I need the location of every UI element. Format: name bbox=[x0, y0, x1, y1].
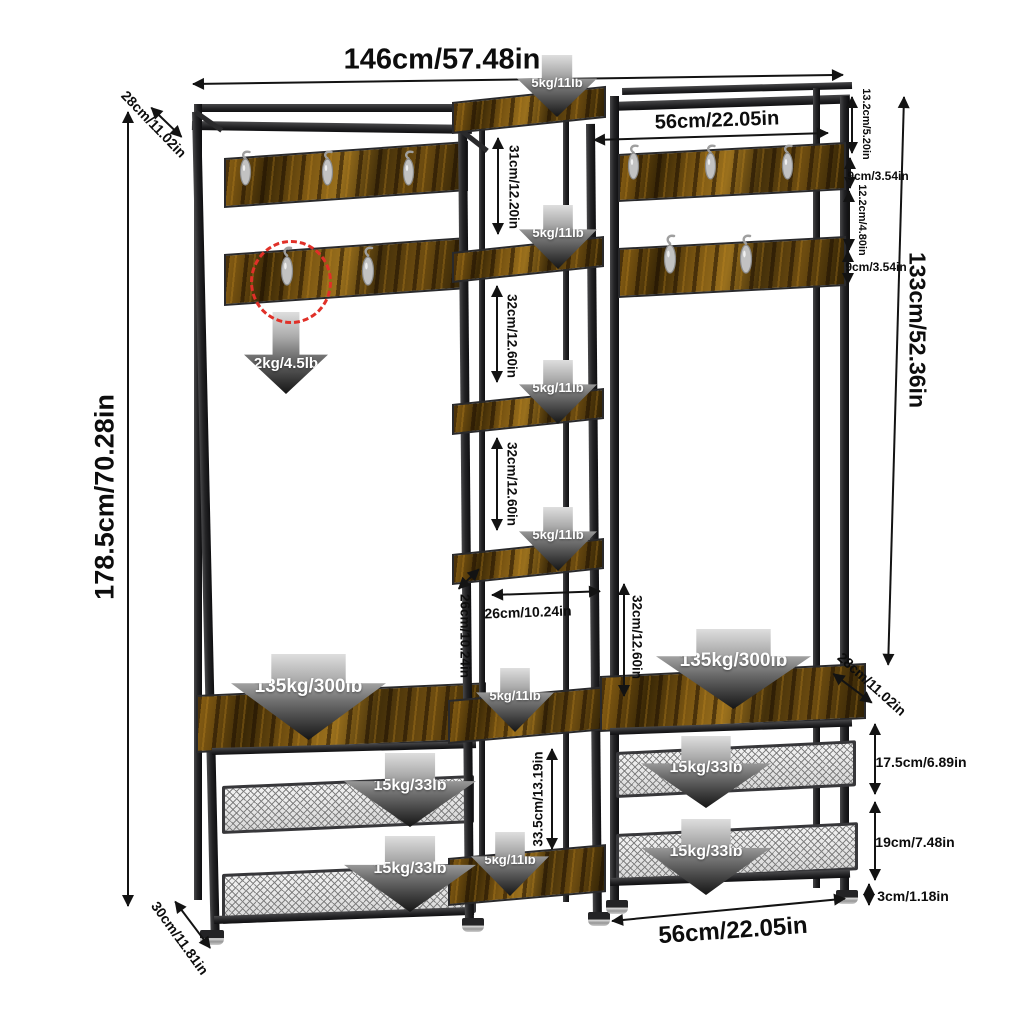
dim-13-2-arrow bbox=[846, 96, 858, 154]
tower-foot-right bbox=[588, 912, 610, 926]
mesh-load-label: 15kg/33lb bbox=[669, 843, 743, 861]
shelf-load-label: 5kg/11lb bbox=[531, 74, 583, 90]
dim-19-arrow bbox=[869, 801, 881, 881]
dim-33-5-arrow bbox=[546, 748, 558, 850]
coat-hook-icon bbox=[320, 150, 335, 193]
left-top-back-bar bbox=[196, 104, 462, 112]
dim-9-lower-label: 9cm/3.54in bbox=[845, 260, 907, 274]
dim-gap-32a-label: 32cm/12.60in bbox=[504, 293, 520, 379]
right-hook-panel-upper bbox=[618, 142, 846, 202]
left-back-post bbox=[194, 104, 202, 900]
dim-side-width-top-arrow bbox=[594, 132, 828, 141]
right-foot-left bbox=[606, 900, 628, 914]
hook-highlight-circle bbox=[250, 240, 332, 324]
coat-hook-icon bbox=[662, 234, 678, 281]
dim-top-gap-arrow bbox=[492, 137, 504, 235]
coat-hook-icon bbox=[238, 150, 253, 193]
dim-top-gap-label: 31cm/12.20in bbox=[506, 144, 522, 230]
dim-19-label: 19cm/7.48in bbox=[875, 834, 955, 850]
dim-tower-depth-label: 26cm/10.24in bbox=[457, 593, 473, 679]
dim-foot-height-label: 3cm/1.18in bbox=[877, 888, 949, 904]
dim-overall-height-arrow bbox=[122, 111, 134, 907]
dim-gap-32c-arrow bbox=[618, 583, 630, 697]
shelf-load-label: 5kg/11lb bbox=[484, 852, 536, 868]
tower-shelf-top bbox=[452, 85, 606, 134]
shelf-load-label: 5kg/11lb bbox=[532, 225, 584, 241]
bench-load-label: 135kg/300lb bbox=[679, 649, 788, 671]
mesh-load-label: 15kg/33lb bbox=[373, 860, 447, 878]
coat-hook-icon bbox=[360, 246, 376, 293]
mesh-load-label: 15kg/33lb bbox=[669, 759, 743, 777]
coat-hook-icon bbox=[780, 144, 795, 187]
dim-gap-32c-label: 32cm/12.60in bbox=[629, 594, 645, 680]
shelf-load-label: 5kg/11lb bbox=[489, 688, 541, 704]
shelf-load-label: 5kg/11lb bbox=[532, 527, 584, 543]
coat-hook-icon bbox=[738, 234, 754, 281]
right-front-post bbox=[840, 96, 849, 898]
dim-tower-width-arrow bbox=[492, 590, 601, 596]
dim-gap-32b-arrow bbox=[491, 437, 503, 531]
dim-17-5-label: 17.5cm/6.89in bbox=[875, 754, 967, 770]
right-back-post bbox=[813, 88, 820, 888]
dim-9-upper-arrow bbox=[844, 157, 856, 189]
dim-side-width-top-label: 56cm/22.05in bbox=[654, 107, 780, 134]
tower-back-right-post bbox=[563, 106, 569, 902]
shelf-load-label: 5kg/11lb bbox=[532, 380, 584, 396]
left-top-front-bar bbox=[191, 121, 472, 134]
coat-hook-icon bbox=[703, 144, 718, 187]
dim-foot-height-arrow bbox=[863, 883, 875, 906]
tower-foot-left bbox=[462, 918, 484, 932]
hook-load-arrow: 2kg/4.5lb bbox=[244, 312, 328, 394]
dim-9-upper-label: 9cm/3.54in bbox=[847, 169, 909, 183]
dim-17-5-arrow bbox=[869, 723, 881, 795]
coat-hook-icon bbox=[401, 150, 416, 193]
dim-side-height-label: 133cm/52.36in bbox=[904, 251, 931, 409]
dim-9-lower-arrow bbox=[842, 250, 854, 285]
dim-33-5-label: 33.5cm/13.19in bbox=[530, 751, 546, 847]
dim-overall-height-label: 178.5cm/70.28in bbox=[89, 394, 120, 600]
dim-12-2-arrow bbox=[843, 190, 855, 251]
dim-side-width-bottom-label: 56cm/22.05in bbox=[657, 911, 809, 950]
dim-overall-width-label: 146cm/57.48in bbox=[343, 43, 541, 76]
right-hook-panel-lower bbox=[618, 236, 846, 298]
dim-tower-width-label: 26cm/10.24in bbox=[484, 602, 572, 622]
dim-13-2-label: 13.2cm/5.20in bbox=[860, 88, 872, 160]
hook-load-label: 2kg/4.5lb bbox=[253, 354, 319, 372]
coat-hook-icon bbox=[626, 144, 641, 187]
right-left-post bbox=[610, 96, 619, 908]
bench-load-label: 135kg/300lb bbox=[254, 676, 363, 698]
left-hook-panel-upper bbox=[224, 140, 468, 208]
tower-back-left-post bbox=[479, 106, 485, 902]
dim-gap-32a-arrow bbox=[491, 285, 503, 383]
dim-12-2-label: 12.2cm/4.80in bbox=[856, 184, 868, 256]
dim-gap-32b-label: 32cm/12.60in bbox=[504, 441, 520, 527]
mesh-load-label: 15kg/33lb bbox=[373, 776, 447, 794]
